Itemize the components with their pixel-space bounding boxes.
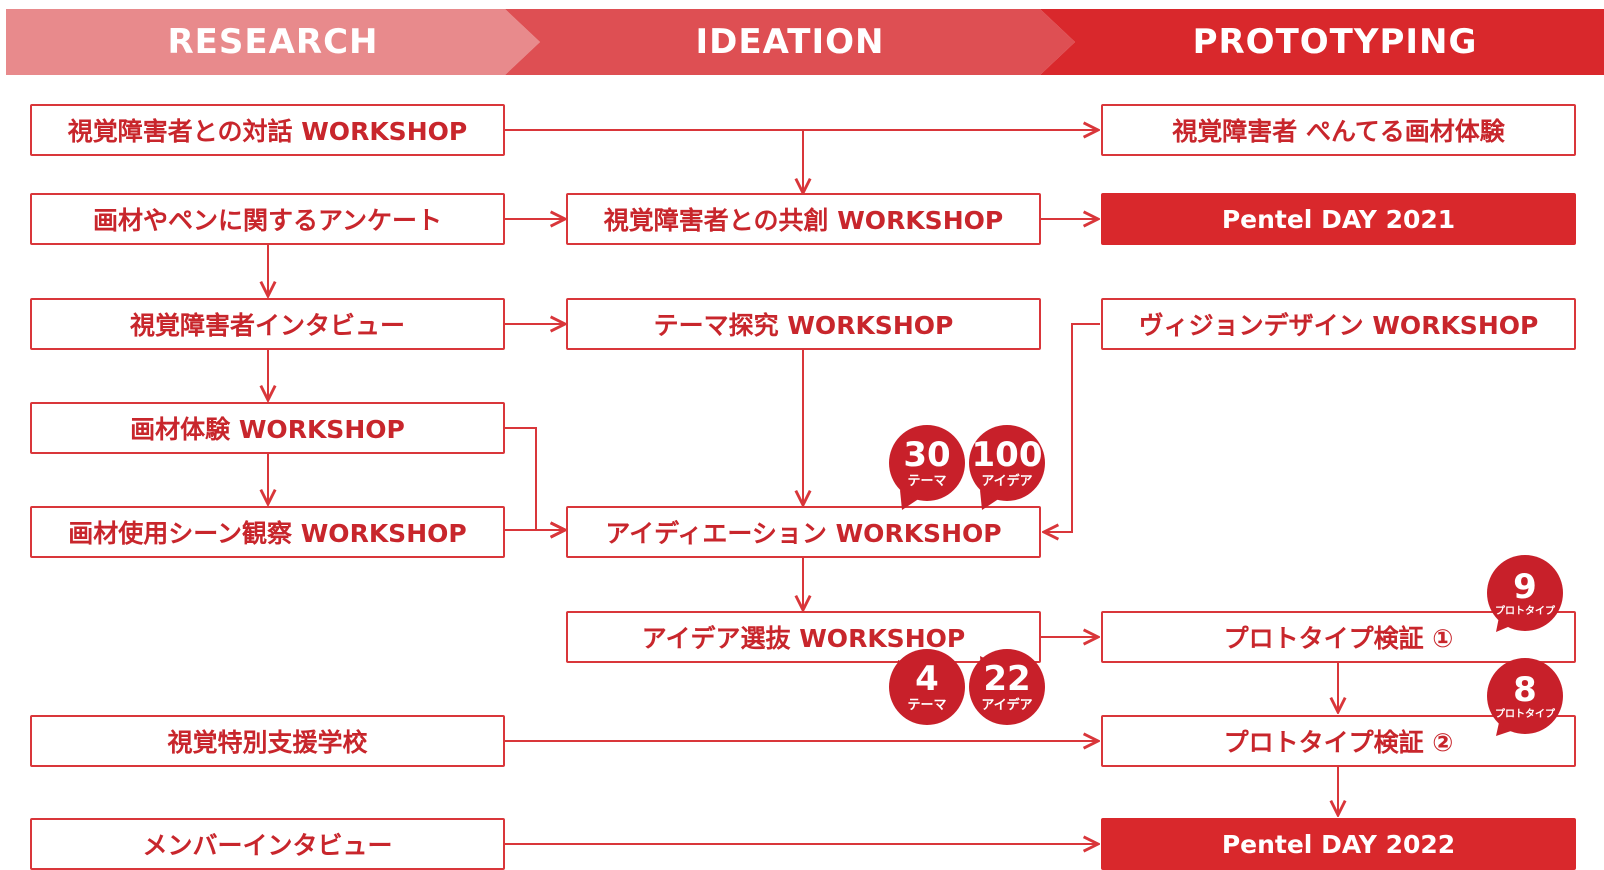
node-r6: 視覚特別支援学校 <box>30 715 505 767</box>
badge-b5: 9 プロトタイプ <box>1487 555 1563 631</box>
badge-b6: 8 プロトタイプ <box>1487 658 1563 734</box>
ideation-band <box>505 9 1075 75</box>
badge-b4-unit: アイデア <box>981 698 1033 713</box>
node-p5: プロトタイプ検証 ② <box>1101 715 1576 767</box>
badge-b3-number: 4 <box>915 659 939 699</box>
badge-b6-number: 8 <box>1513 669 1537 710</box>
node-r3: 視覚障害者インタビュー <box>30 298 505 350</box>
badge-b2-tail <box>980 490 1000 510</box>
node-p3: ヴィジョンデザイン WORKSHOP <box>1101 298 1576 350</box>
node-p2: Pentel DAY 2021 <box>1101 193 1576 245</box>
phase-ideation-label: IDEATION <box>695 22 885 62</box>
badge-b1: 30 テーマ <box>889 425 965 501</box>
node-r7: メンバーインタビュー <box>30 818 505 870</box>
node-i1: 視覚障害者との共創 WORKSHOP <box>566 193 1041 245</box>
node-r1: 視覚障害者との対話 WORKSHOP <box>30 104 505 156</box>
badge-b1-number: 30 <box>903 435 951 475</box>
badge-b3: 4 テーマ <box>889 649 965 725</box>
node-i3: アイディエーション WORKSHOP <box>566 506 1041 558</box>
badge-b2-unit: アイデア <box>981 474 1033 489</box>
badge-b1-unit: テーマ <box>907 474 947 489</box>
badge-b4: 22 アイデア <box>969 649 1045 725</box>
node-r4: 画材体験 WORKSHOP <box>30 402 505 454</box>
badge-b6-unit: プロトタイプ <box>1495 708 1555 720</box>
badge-b1-tail <box>900 490 920 510</box>
phase-prototyping-label: PROTOTYPING <box>1192 22 1478 62</box>
node-r5: 画材使用シーン観察 WORKSHOP <box>30 506 505 558</box>
prototyping-band <box>1040 9 1604 75</box>
badge-b5-number: 9 <box>1513 566 1537 607</box>
node-i2: テーマ探究 WORKSHOP <box>566 298 1041 350</box>
node-p1: 視覚障害者 ぺんてる画材体験 <box>1101 104 1576 156</box>
node-i4: アイデア選抜 WORKSHOP <box>566 611 1041 663</box>
edge-p3-i3 <box>1044 323 1100 532</box>
badge-b3-unit: テーマ <box>907 698 947 713</box>
node-r2: 画材やペンに関するアンケート <box>30 193 505 245</box>
badge-b2: 100 アイデア <box>969 425 1045 501</box>
phase-header-band <box>6 9 1604 75</box>
phase-research-label: RESEARCH <box>167 22 379 62</box>
badge-b4-number: 22 <box>983 659 1031 699</box>
badge-b2-number: 100 <box>971 435 1043 475</box>
research-band <box>6 9 540 75</box>
badge-b5-unit: プロトタイプ <box>1495 605 1555 617</box>
node-p4: プロトタイプ検証 ① <box>1101 611 1576 663</box>
